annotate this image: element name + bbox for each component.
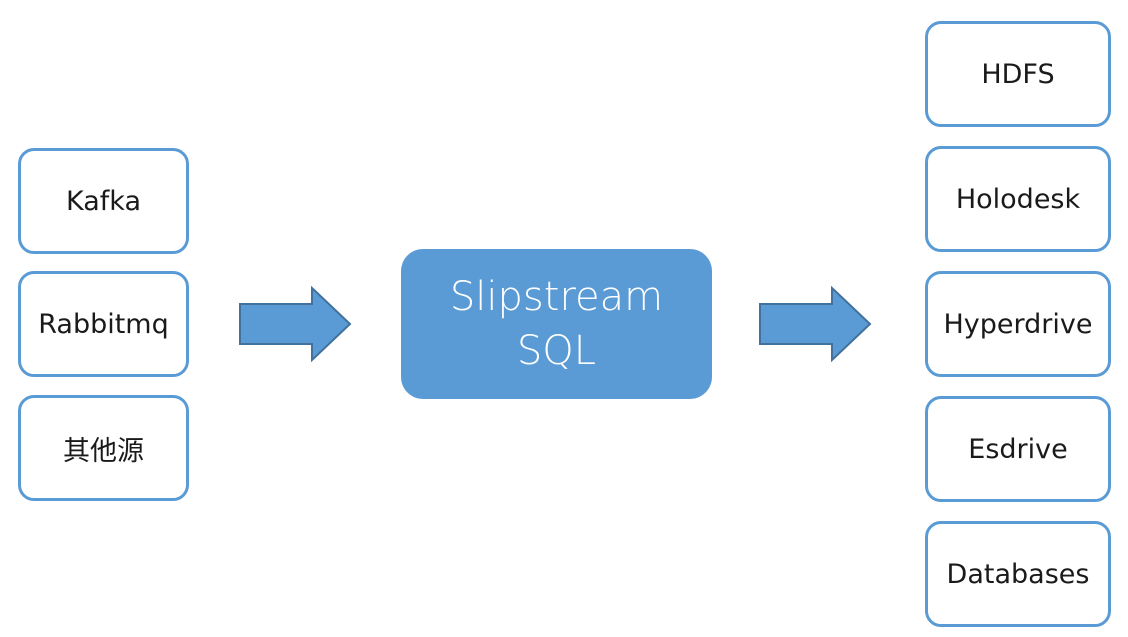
destination-esdrive: Esdrive [925,396,1111,502]
slipstream-sql-engine: Slipstream SQL [401,249,712,399]
engine-title-line2: SQL [516,328,597,374]
destination-holodesk: Holodesk [925,146,1111,252]
source-kafka: Kafka [18,148,189,254]
source-other: 其他源 [18,395,189,501]
destination-label: Hyperdrive [943,308,1093,340]
destination-label: Holodesk [955,183,1081,215]
input-arrow-icon [239,286,352,362]
output-arrow-icon [759,286,872,362]
source-label: 其他源 [63,435,144,467]
destination-label: Esdrive [968,433,1068,465]
source-rabbitmq: Rabbitmq [18,271,189,377]
destination-hdfs: HDFS [925,21,1111,127]
destination-hyperdrive: Hyperdrive [925,271,1111,377]
source-label: Rabbitmq [38,308,169,340]
source-label: Kafka [66,185,141,217]
destination-databases: Databases [925,521,1111,627]
engine-title-line1: Slipstream [449,274,664,320]
destination-label: HDFS [981,58,1055,90]
destination-label: Databases [946,558,1090,590]
